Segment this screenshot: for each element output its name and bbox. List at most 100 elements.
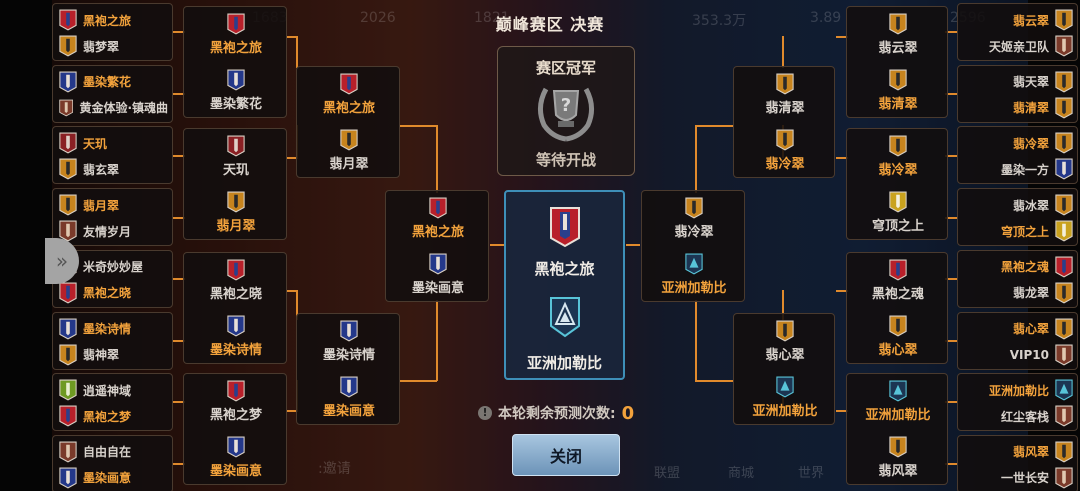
- jade-team-crest-icon: [889, 315, 907, 337]
- team-cell: 天玑: [184, 135, 288, 178]
- match-team-row: 翡清翠: [964, 96, 1073, 120]
- triangle-shield-crest-icon: [550, 297, 580, 338]
- champion-heading: 赛区冠军: [535, 59, 596, 77]
- r3-match[interactable]: 墨染诗情墨染画意: [296, 313, 400, 425]
- r3-match[interactable]: 翡心翠亚洲加勒比: [733, 313, 835, 425]
- close-button[interactable]: 关闭: [512, 434, 620, 476]
- prediction-value: 0: [621, 402, 635, 424]
- warning-icon: !: [478, 406, 492, 420]
- team-cell: 穹顶之上: [847, 191, 949, 234]
- round1-match[interactable]: 自由自在墨染画意: [52, 434, 173, 491]
- semifinal-match[interactable]: 黑袍之旅墨染画意: [385, 190, 489, 302]
- red-team-crest-icon: [59, 132, 77, 154]
- r2-match[interactable]: 翡云翠翡清翠: [846, 6, 948, 118]
- team-name: 翡冷翠: [878, 163, 918, 178]
- team-name: 穹顶之上: [871, 219, 924, 234]
- ink-team-crest-icon: [59, 318, 77, 340]
- round1-match[interactable]: 墨染诗情翡神翠: [52, 311, 173, 370]
- r2-match[interactable]: 黑袍之魂翡心翠: [846, 252, 948, 364]
- bg-text-e: 3.89: [810, 10, 842, 26]
- bg-shop-text: 商城: [728, 466, 755, 481]
- r2-match[interactable]: 黑袍之旅墨染繁花: [183, 6, 287, 118]
- team-name: 亚洲加勒比: [865, 408, 931, 423]
- prediction-count: ! 本轮剩余预测次数: 0: [478, 402, 678, 424]
- match-team-row: 天姬亲卫队: [964, 34, 1073, 58]
- r2-match[interactable]: 黑袍之梦墨染画意: [183, 373, 287, 485]
- bracket-line: [695, 300, 697, 381]
- bracket-line: [173, 278, 185, 280]
- r3-match[interactable]: 翡清翠翡冷翠: [733, 66, 835, 178]
- robe-team-crest-icon: [227, 13, 245, 35]
- round1-match[interactable]: 逍遥神域黑袍之梦: [52, 373, 173, 432]
- team-name: 一世长安: [1000, 471, 1049, 486]
- match-team-row: 黑袍之魂: [964, 255, 1073, 279]
- team-name: 黑袍之魂: [1000, 260, 1049, 275]
- bg-text-b: 2026: [360, 10, 396, 26]
- team-cell: 翡云翠: [847, 13, 949, 56]
- team-cell: 墨染诗情: [184, 315, 288, 358]
- team-cell: 黑袍之梦: [184, 380, 288, 423]
- robe-team-crest-icon: [429, 197, 447, 219]
- r2-match[interactable]: 翡冷翠穹顶之上: [846, 128, 948, 240]
- match-team-row: 黄金体验·镇魂曲: [59, 96, 168, 120]
- bracket-line: [436, 300, 438, 381]
- round1-match[interactable]: 翡云翠天姬亲卫队: [957, 3, 1078, 61]
- bracket-line: [945, 278, 957, 280]
- ink-team-crest-icon: [1055, 158, 1073, 180]
- jade-team-crest-icon: [889, 191, 907, 213]
- match-team-row: 黑袍之旅: [59, 8, 168, 32]
- round1-match[interactable]: 翡冰翠穹顶之上: [957, 188, 1078, 247]
- match-team-row: 翡风翠: [964, 440, 1073, 464]
- round1-match[interactable]: 翡天翠翡清翠: [957, 64, 1078, 123]
- match-team-row: 翡玄翠: [59, 157, 168, 181]
- team-cell: 翡心翠: [847, 315, 949, 358]
- team-name: 翡风翠: [878, 464, 918, 479]
- bracket-line: [945, 463, 957, 465]
- team-cell: 翡月翠: [184, 191, 288, 234]
- final-bottom-team: 亚洲加勒比: [526, 354, 602, 372]
- round1-match[interactable]: 翡月翠友情岁月: [52, 188, 173, 247]
- page-title: 巅峰赛区 决赛: [495, 15, 605, 34]
- team-name: 墨染画意: [322, 404, 375, 419]
- round1-match[interactable]: 翡冷翠墨染一方: [957, 126, 1078, 185]
- team-name: 墨染画意: [411, 281, 464, 296]
- match-team-row: 翡云翠: [964, 8, 1073, 32]
- tri-team-crest-icon: [776, 376, 794, 398]
- final-match[interactable]: 黑袍之旅 亚洲加勒比: [504, 190, 625, 380]
- champion-status: 等待开战: [535, 151, 596, 169]
- team-cell: 墨染画意: [386, 253, 490, 296]
- match-team-row: 翡梦翠: [59, 34, 168, 58]
- round1-match[interactable]: 墨染繁花黄金体验·镇魂曲: [52, 64, 173, 123]
- r2-match[interactable]: 亚洲加勒比翡风翠: [846, 373, 948, 485]
- r3-match[interactable]: 黑袍之旅翡月翠: [296, 66, 400, 178]
- round1-match[interactable]: 翡风翠一世长安: [957, 434, 1078, 491]
- team-name: 翡冰翠: [1012, 198, 1049, 213]
- bracket-line: [173, 463, 185, 465]
- ink-team-crest-icon: [227, 436, 245, 458]
- r2-match[interactable]: 黑袍之晓墨染诗情: [183, 252, 287, 364]
- round1-match[interactable]: 亚洲加勒比红尘客栈: [957, 373, 1078, 432]
- r2-match[interactable]: 天玑翡月翠: [183, 128, 287, 240]
- team-cell: 墨染繁花: [184, 69, 288, 112]
- semifinal-match[interactable]: 翡冷翠亚洲加勒比: [641, 190, 745, 302]
- team-cell: 亚洲加勒比: [642, 253, 746, 296]
- team-name: 天玑: [83, 136, 108, 151]
- ink-team-crest-icon: [227, 315, 245, 337]
- round1-match[interactable]: 黑袍之魂翡龙翠: [957, 249, 1078, 308]
- ink-team-crest-icon: [227, 69, 245, 91]
- robe-banner-crest-icon: [550, 207, 580, 248]
- team-name: 翡清翠: [1012, 101, 1049, 116]
- team-name: 黑袍之梦: [209, 408, 262, 423]
- ink-team-crest-icon: [340, 376, 358, 398]
- round1-match[interactable]: 天玑翡玄翠: [52, 126, 173, 185]
- round1-match[interactable]: 黑袍之旅翡梦翠: [52, 3, 173, 61]
- team-name: 逍遥神域: [83, 383, 132, 398]
- match-team-row: 亚洲加勒比: [964, 378, 1073, 402]
- match-team-row: 翡龙翠: [964, 281, 1073, 305]
- team-cell: 黑袍之旅: [386, 197, 490, 240]
- match-team-row: 墨染画意: [59, 466, 168, 490]
- green-team-crest-icon: [59, 379, 77, 401]
- team-name: 翡天翠: [1012, 75, 1049, 90]
- bg-world-text: 世界: [798, 466, 825, 481]
